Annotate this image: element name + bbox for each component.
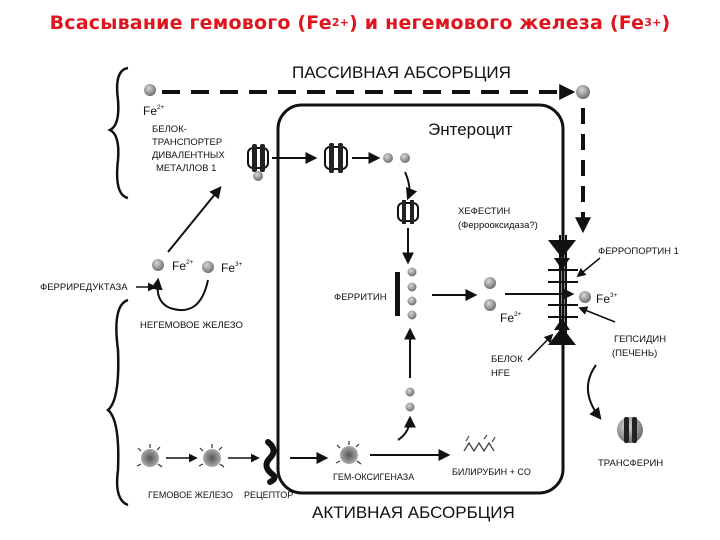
mobilferrin-icon <box>397 200 419 224</box>
heme-molecule-1 <box>136 444 163 468</box>
fe2-top-label: Fe2+ <box>143 104 165 118</box>
heme-fe-dot-2 <box>405 402 415 412</box>
bilirubin-molecule-icon <box>463 434 496 453</box>
ferritin-bar <box>395 272 400 316</box>
fe-dot-passive-end <box>576 85 590 99</box>
fe3-dot-nonheme <box>202 261 214 273</box>
fe2-dot-nonheme <box>152 259 164 271</box>
heme-iron-label: ГЕМОВОЕ ЖЕЛЕЗО <box>148 490 233 500</box>
fe-dot-cell-2 <box>400 153 410 163</box>
bilirubin-label: БИЛИРУБИН + CO <box>452 467 531 477</box>
fe2-nonheme-label: Fe2+ <box>172 259 194 273</box>
heme-molecule-3 <box>335 441 362 465</box>
arrow-oxygenase-up <box>397 415 416 441</box>
ferrireductase-label: ФЕРРИРЕДУКТАЗА <box>40 282 128 293</box>
arrow-fe2-to-dmt1 <box>167 186 222 253</box>
ferritin-label: ФЕРРИТИН <box>334 292 387 303</box>
ferritin-dot-3 <box>407 296 417 306</box>
enterocyte-label: Энтероцит <box>428 120 513 139</box>
arrow-hepcidin <box>578 306 616 323</box>
transferrin-icon <box>617 417 643 443</box>
fe-dot-cell-1 <box>383 153 393 163</box>
non-heme-iron-label: НЕГЕМОВОЕ ЖЕЛЕЗО <box>140 320 243 331</box>
fe2-cell-label: Fe2+ <box>500 311 522 325</box>
arrow-to-transferrin <box>587 364 602 420</box>
ferritin-dot-2 <box>407 282 417 292</box>
dmt1-label: БЕЛОК- ТРАНСПОРТЕР ДИВАЛЕНТНЫХ МЕТАЛЛОВ … <box>152 124 227 174</box>
arrow-ferroportin-pointer <box>576 257 601 278</box>
title-prefix: Всасывание гемового (Fe <box>49 12 332 34</box>
title-middle: ) и негемового железа (Fe <box>349 12 645 34</box>
fe2-dot-cell-b <box>484 299 496 311</box>
fe3-out-label: Fe3+ <box>596 292 618 306</box>
dmt1-internal-icon <box>324 143 348 173</box>
transferrin-label: ТРАНСФЕРИН <box>598 458 663 469</box>
left-lower-brace <box>106 298 129 507</box>
hephaestin-label: ХЕФЕСТИН (Ферроокcидаза?) <box>458 206 538 231</box>
ferritin-dot-1 <box>407 267 417 277</box>
passive-absorption-label: ПАССИВНАЯ АБСОРБЦИЯ <box>292 63 511 82</box>
heme-oxygenase-label: ГЕМ-ОКСИГЕНАЗА <box>333 472 414 482</box>
ferroportin-label: ФЕРРОПОРТИН 1 <box>598 246 679 257</box>
fe2-dot-cell-a <box>484 277 496 289</box>
receptor-icon <box>263 439 278 485</box>
fe3-nonheme-label: Fe3+ <box>221 261 243 275</box>
dmt1-transporter-icon <box>247 144 269 172</box>
left-brace <box>107 66 129 200</box>
title-suffix: ) <box>661 12 671 34</box>
arrow-fe3-to-fe2 <box>150 277 209 311</box>
fe-dot-dmt1 <box>253 171 263 181</box>
arrow-hfe <box>527 333 554 361</box>
heme-molecule-2 <box>198 444 225 468</box>
arrow-to-mobilferrin <box>404 171 418 201</box>
hfe-label: БЕЛОК HFE <box>491 354 525 379</box>
fe3-dot-out <box>579 291 591 303</box>
enterocyte-cell <box>276 103 565 495</box>
hepcidin-label: ГЕПСИДИН (ПЕЧЕНЬ) <box>612 334 669 359</box>
ferritin-dot-4 <box>407 310 417 320</box>
heme-fe-dot-1 <box>405 387 415 397</box>
active-absorption-label: АКТИВНАЯ АБСОРБЦИЯ <box>312 503 515 522</box>
fe2-dot-top <box>144 84 156 96</box>
receptor-label: РЕЦЕПТОР <box>244 490 293 500</box>
